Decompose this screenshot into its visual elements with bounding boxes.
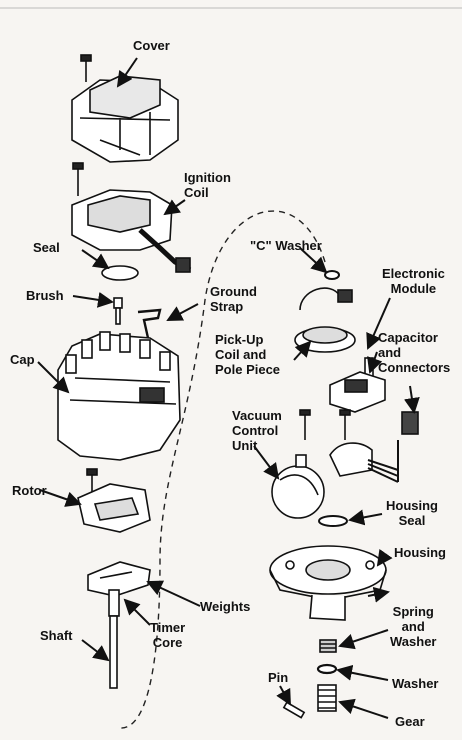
label-weights: Weights bbox=[200, 599, 251, 614]
label-housing-seal-line2: Seal bbox=[398, 513, 426, 528]
label-timer-core-line2: Core bbox=[152, 635, 183, 650]
label-capacitor-line1: Capacitor bbox=[378, 330, 438, 345]
label-washer: Washer bbox=[392, 676, 439, 691]
label-housing-seal: Housing Seal bbox=[386, 498, 438, 528]
label-vacuum-line3: Unit bbox=[232, 438, 258, 453]
housing-seal-part bbox=[318, 515, 348, 527]
label-spring-washer-line2: and bbox=[401, 619, 425, 634]
label-electronic-module-line1: Electronic bbox=[382, 266, 445, 281]
label-vacuum-control: Vacuum Control Unit bbox=[232, 408, 282, 453]
label-timer-core: Timer Core bbox=[150, 620, 185, 650]
label-ground-strap-line1: Ground bbox=[210, 284, 257, 299]
label-seal: Seal bbox=[33, 240, 60, 255]
label-ignition-coil: Ignition Coil bbox=[184, 170, 231, 200]
gear-part bbox=[317, 684, 337, 712]
label-ignition-coil-line1: Ignition bbox=[184, 170, 231, 185]
label-ground-strap: Ground Strap bbox=[210, 284, 257, 314]
label-rotor: Rotor bbox=[12, 483, 47, 498]
label-pickup-coil-line2: Coil and bbox=[215, 347, 267, 362]
label-spring-washer: Spring and Washer bbox=[390, 604, 436, 649]
label-capacitor: Capacitor and Connectors bbox=[378, 330, 450, 375]
ground-strap-part bbox=[137, 308, 162, 339]
ignition-coil-part bbox=[71, 162, 192, 273]
label-gear: Gear bbox=[395, 714, 425, 729]
label-brush: Brush bbox=[26, 288, 64, 303]
capacitor-part bbox=[329, 411, 419, 483]
label-timer-core-line1: Timer bbox=[150, 620, 186, 635]
vacuum-control-part bbox=[271, 454, 325, 519]
spring-washer-part bbox=[319, 639, 337, 653]
label-electronic-module: Electronic Module bbox=[382, 266, 445, 296]
label-pin: Pin bbox=[268, 670, 289, 685]
label-electronic-module-line2: Module bbox=[390, 281, 437, 296]
label-vacuum-line1: Vacuum bbox=[232, 408, 282, 423]
housing-part bbox=[269, 545, 387, 621]
label-housing-seal-line1: Housing bbox=[386, 498, 438, 513]
cap-part bbox=[57, 331, 181, 461]
label-cover: Cover bbox=[133, 38, 170, 53]
label-c-washer: "C" Washer bbox=[250, 238, 322, 253]
label-shaft: Shaft bbox=[40, 628, 73, 643]
washer-part bbox=[316, 663, 338, 675]
c-washer-part bbox=[324, 270, 340, 280]
cover-part bbox=[71, 54, 179, 163]
label-cap: Cap bbox=[10, 352, 35, 367]
label-capacitor-line3: Connectors bbox=[378, 360, 451, 375]
label-pickup-coil-line1: Pick-Up bbox=[215, 332, 264, 347]
label-housing: Housing bbox=[394, 545, 446, 560]
label-spring-washer-line1: Spring bbox=[392, 604, 434, 619]
label-pickup-coil-line3: Pole Piece bbox=[215, 362, 281, 377]
label-pickup-coil: Pick-Up Coil and Pole Piece bbox=[215, 332, 280, 377]
label-vacuum-line2: Control bbox=[232, 423, 279, 438]
label-spring-washer-line3: Washer bbox=[390, 634, 437, 649]
label-capacitor-line2: and bbox=[378, 345, 402, 360]
seal-part bbox=[101, 265, 139, 281]
rotor-part bbox=[77, 468, 151, 533]
brush-part bbox=[113, 297, 123, 325]
label-ignition-coil-line2: Coil bbox=[184, 185, 209, 200]
assembly-dashed-line bbox=[119, 210, 326, 729]
label-ground-strap-line2: Strap bbox=[210, 299, 244, 314]
